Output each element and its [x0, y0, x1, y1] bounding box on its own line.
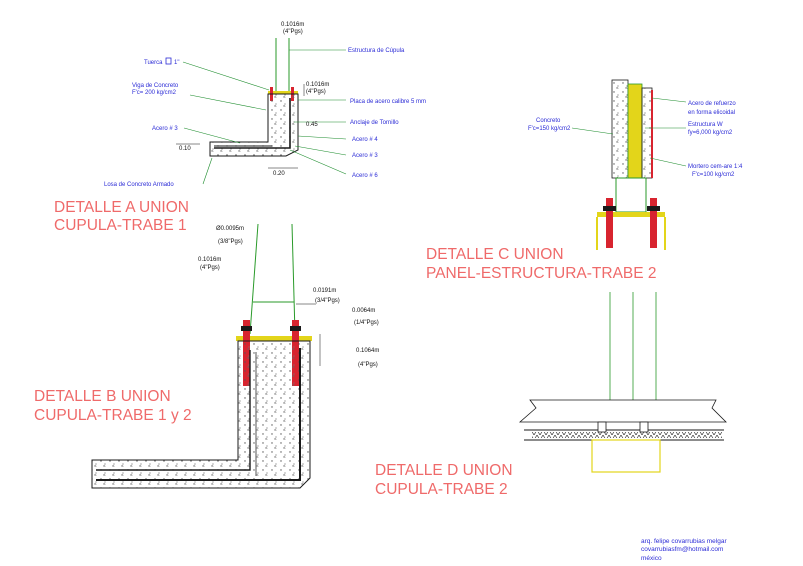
detail-a: 0.1016m (4"Pgs) Estructura de Cúpula Tue… — [54, 22, 426, 234]
d-bolt-right — [639, 421, 649, 433]
d-slab — [518, 399, 727, 423]
c-label-acero-2: en forma elicoidal — [688, 110, 735, 116]
a-rebar — [214, 98, 291, 149]
c-post — [615, 177, 647, 213]
d-bolt-left — [597, 421, 607, 433]
d-mesh — [532, 432, 722, 438]
b-title-2: CUPULA-TRABE 1 y 2 — [34, 407, 192, 424]
a-dim-020: 0.20 — [273, 171, 285, 177]
a-dim-right-in: (4"Pgs) — [306, 89, 326, 95]
detail-b: Ø0.0095m (3/8"Pgs) 0.1016m (4"Pgs) 0.019… — [34, 223, 379, 489]
detail-d: DETALLE D UNION CUPULA-TRABE 2 — [375, 292, 727, 498]
detail-c: Concreto F'c=150 kg/cm2 Acero de refuerz… — [426, 79, 743, 282]
d-title-1: DETALLE D UNION — [375, 462, 513, 479]
b-dim-c-in: (3/4"Pgs) — [315, 298, 340, 304]
b-title-1: DETALLE B UNION — [34, 388, 171, 405]
b-tube-left — [249, 223, 259, 335]
c-title-2: PANEL-ESTRUCTURA-TRABE 2 — [426, 265, 657, 282]
a-dim-right: 0.1016m — [306, 82, 329, 88]
c-beam-top — [596, 217, 666, 250]
b-dim-d: 0.0064m — [352, 308, 375, 314]
a-label-acero6: Acero # 6 — [352, 173, 378, 179]
c-bolt-right — [650, 198, 657, 248]
c-panel-concrete — [611, 79, 629, 179]
b-rebar-1 — [96, 348, 301, 481]
a-label-estructura: Estructura de Cúpula — [348, 48, 405, 54]
a-label-losa: Losa de Concreto Armado — [104, 182, 174, 188]
b-dim-c: 0.0191m — [313, 288, 336, 294]
a-dim-top: 0.1016m — [281, 22, 304, 28]
a-label-acero3: Acero # 3 — [352, 153, 378, 159]
c-title-1: DETALLE C UNION — [426, 246, 564, 263]
a-label-acero4: Acero # 4 — [352, 137, 378, 143]
b-nut-left — [241, 326, 252, 331]
a-dim-top-in: (4"Pgs) — [283, 29, 303, 35]
c-label-mortero-2: F'c=100 kg/cm2 — [692, 172, 735, 178]
square-nut-icon — [165, 57, 172, 65]
c-bolt-left — [606, 198, 613, 248]
b-dim-b-in: (4"Pgs) — [200, 265, 220, 271]
a-label-placa: Placa de acero calibre 5 mm — [350, 99, 426, 105]
a-label-tuerca: Tuerca — [144, 60, 163, 66]
c-nut-left — [603, 206, 616, 211]
c-label-estructura-2: fy=6,000 kg/cm2 — [688, 130, 733, 136]
b-rebar-2 — [96, 350, 251, 471]
c-panel-core — [627, 83, 643, 179]
b-dim-e-in: (4"Pgs) — [358, 362, 378, 368]
a-label-viga-1: Viga de Concreto — [132, 83, 179, 89]
c-leaders — [571, 97, 687, 167]
c-panel-mortar — [641, 87, 653, 179]
a-leaders — [182, 49, 347, 185]
credit-name: arq. felipe covarrubias melgar — [641, 538, 727, 545]
a-label-acero3-left: Acero # 3 — [152, 126, 178, 132]
a-title-1: DETALLE A UNION — [54, 199, 189, 216]
c-label-concreto-1: Concreto — [536, 118, 561, 124]
c-label-estructura-1: Estructura W — [688, 122, 723, 128]
b-dim-b: 0.1016m — [198, 257, 221, 263]
c-nut-right — [647, 206, 660, 211]
a-title-2: CUPULA-TRABE 1 — [54, 217, 187, 234]
a-dim-010: 0.10 — [179, 146, 191, 152]
b-dim-e: 0.1064m — [356, 348, 379, 354]
c-plate — [597, 212, 665, 217]
a-dim-45: 0.45 — [306, 122, 318, 128]
a-beam-section — [209, 93, 299, 157]
b-dim-a-in: (3/8"Pgs) — [218, 239, 243, 245]
a-label-anclaje: Anclaje de Tornillo — [350, 120, 399, 126]
c-label-concreto-2: F'c=150 kg/cm2 — [528, 126, 571, 132]
b-dim-d-in: (1/4"Pgs) — [354, 320, 379, 326]
d-title-2: CUPULA-TRABE 2 — [375, 481, 508, 498]
d-footing — [591, 439, 661, 473]
c-label-acero-1: Acero de refuerzo — [688, 101, 736, 107]
a-label-viga-2: F'c= 200 kg/cm2 — [132, 90, 177, 96]
credits-block: arq. felipe covarrubias melgar covarrubi… — [641, 538, 727, 562]
b-nut-right — [290, 326, 301, 331]
credit-email: covarrubiasfm@hotmail.com — [641, 546, 723, 553]
credit-country: méxico — [641, 555, 662, 562]
a-label-tuerca-size: 1" — [174, 60, 179, 66]
b-tube-right — [291, 223, 296, 335]
a-plate — [268, 91, 298, 94]
c-label-mortero-1: Mortero cem-are 1:4 — [688, 164, 743, 170]
b-dim-a: Ø0.0095m — [216, 226, 244, 232]
b-plate — [236, 336, 312, 341]
